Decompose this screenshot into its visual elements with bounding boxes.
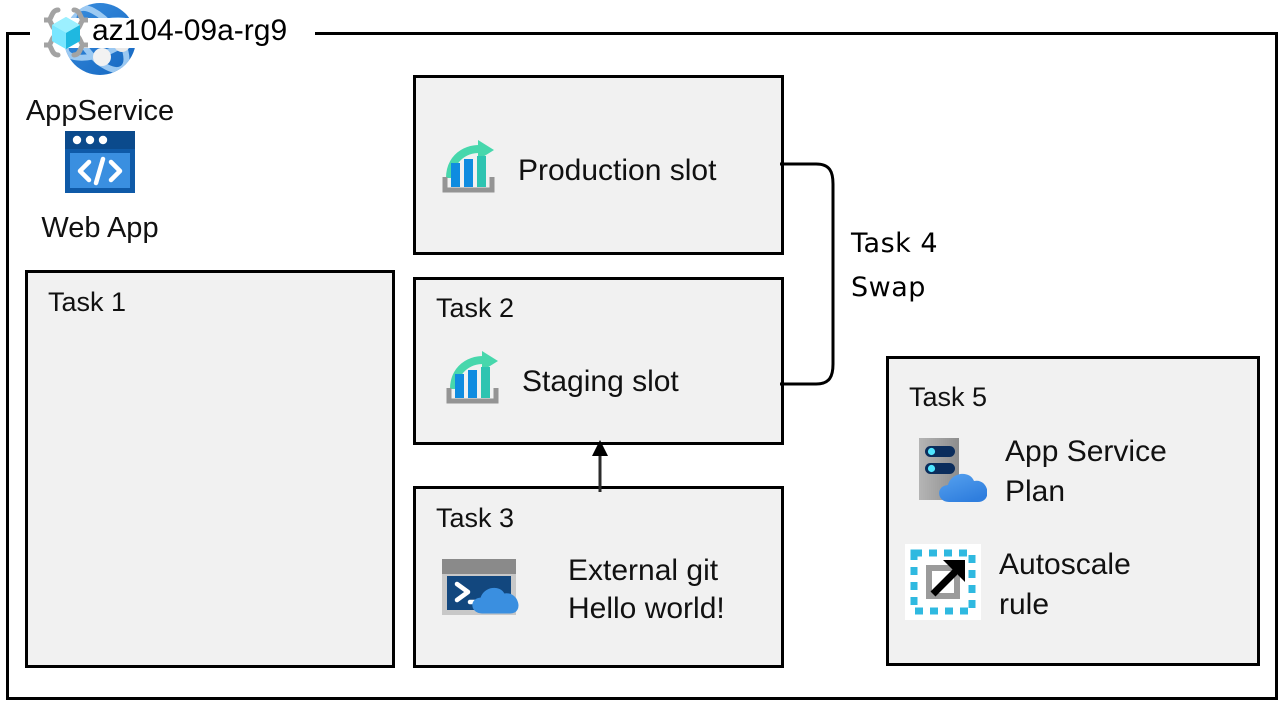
resource-group-name: az104-09a-rg9	[92, 14, 288, 47]
autoscale-rule-item: Autoscale rule	[905, 544, 1131, 625]
staging-slot-item: Staging slot	[444, 349, 679, 414]
deployment-slot-icon	[440, 138, 502, 203]
autoscale-rule-icon	[905, 544, 981, 625]
web-app-code-icon	[0, 129, 200, 200]
app-service-plan-icon	[913, 434, 988, 511]
staging-slot-label: Staging slot	[522, 364, 679, 398]
web-app-item: Web App	[0, 129, 200, 246]
production-slot-box[interactable]	[413, 75, 784, 255]
task2-title: Task 2	[436, 293, 515, 323]
web-app-label: Web App	[41, 212, 159, 244]
task3-title: Task 3	[436, 503, 515, 533]
resource-group-frame	[6, 32, 1278, 700]
production-slot-item: Production slot	[440, 138, 716, 203]
task5-title: Task 5	[909, 382, 988, 412]
task1-box[interactable]	[25, 270, 395, 668]
external-git-item: External git Hello world!	[440, 552, 725, 628]
production-slot-label: Production slot	[518, 153, 717, 187]
app-service-plan-item: App Service Plan	[913, 432, 1167, 512]
app-service-label: AppService	[25, 95, 175, 127]
up-arrow-icon	[588, 440, 612, 492]
azure-resource-group-icon	[38, 6, 94, 60]
autoscale-rule-label: Autoscale rule	[999, 547, 1131, 621]
cloud-shell-icon	[440, 557, 532, 624]
swap-bracket-connector	[780, 158, 842, 390]
app-service-plan-label: App Service Plan	[1005, 435, 1167, 508]
deployment-slot-icon	[444, 349, 506, 414]
task1-title: Task 1	[48, 287, 127, 317]
external-git-label: External git Hello world!	[568, 554, 725, 625]
swap-label: Task 4 Swap	[851, 228, 939, 303]
